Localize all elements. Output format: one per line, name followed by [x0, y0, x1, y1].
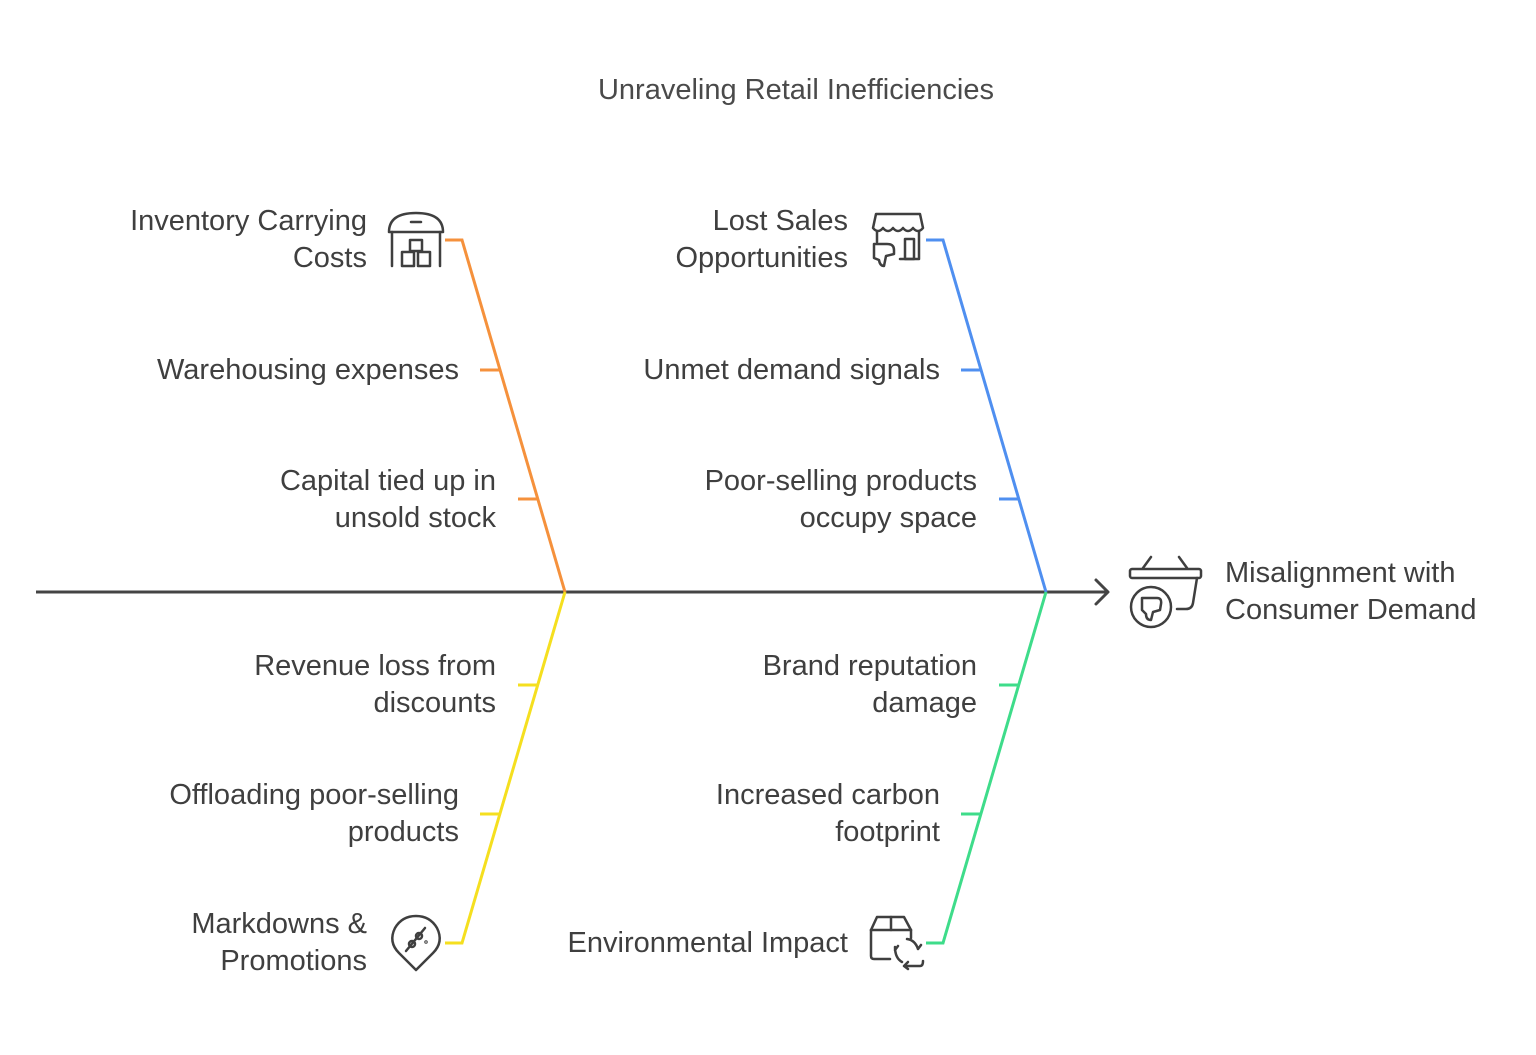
box-recycle-icon [869, 915, 925, 971]
cause-label-line: Warehousing expenses [157, 354, 459, 386]
cause-label-line: Capital tied up in [279, 465, 496, 497]
cause-label-line: Increased carbon [715, 779, 940, 811]
cause-label: Capital tied up in unsold stock [280, 463, 496, 537]
effect-label-line: Consumer Demand [1225, 594, 1477, 626]
cause-label-line: Unmet demand signals [643, 354, 940, 386]
cause-label-line: Poor-selling products [704, 465, 977, 497]
category-label-markdowns: Markdowns & Promotions [191, 906, 367, 980]
cause-label: Offloading poor-selling products [169, 777, 459, 851]
cause-label-line: Revenue loss from [254, 650, 496, 682]
cause-label: Revenue loss from discounts [254, 648, 496, 722]
category-label-line: Opportunities [675, 242, 849, 274]
category-label-line: Environmental Impact [567, 927, 848, 959]
cause-label: Increased carbon footprint [716, 777, 940, 851]
cause-label-line: damage [872, 687, 977, 719]
cause-label-line: unsold stock [334, 502, 496, 534]
cause-label-line: Offloading poor-selling [169, 779, 459, 811]
cause-label: Brand reputation damage [763, 648, 977, 722]
cause-label: Warehousing expenses [157, 352, 459, 389]
category-label-line: Promotions [220, 945, 367, 977]
cause-label-line: footprint [835, 816, 940, 848]
cause-label: Poor-selling products occupy space [705, 463, 977, 537]
discount-tag-icon [391, 914, 441, 972]
effect-label-line: Misalignment with [1225, 557, 1456, 589]
cause-label: Unmet demand signals [643, 352, 940, 389]
bone-lost-sales [926, 238, 1048, 593]
diagram-title: Unraveling Retail Inefficiencies [597, 74, 994, 106]
category-label-inventory: Inventory Carrying Costs [130, 203, 367, 277]
warehouse-boxes-icon [387, 211, 445, 268]
store-thumbs-down-icon [871, 212, 925, 268]
category-label-line: Lost Sales [712, 205, 848, 237]
category-label-line: Inventory Carrying [130, 205, 367, 237]
category-label-lost-sales: Lost Sales Opportunities [676, 203, 849, 277]
category-label-environmental: Environmental Impact [568, 925, 848, 962]
cause-label-line: occupy space [799, 502, 977, 534]
cause-label-line: Brand reputation [762, 650, 977, 682]
basket-thumbs-down-icon [1128, 555, 1203, 629]
cause-label-line: discounts [373, 687, 496, 719]
effect-label: Misalignment with Consumer Demand [1225, 555, 1476, 629]
category-label-line: Markdowns & [191, 908, 367, 940]
bone-environmental [926, 591, 1048, 945]
category-label-line: Costs [292, 242, 367, 274]
bone-inventory [445, 238, 567, 593]
bone-markdowns [445, 591, 567, 945]
cause-label-line: products [347, 816, 459, 848]
spine-arrowhead [1094, 578, 1110, 606]
